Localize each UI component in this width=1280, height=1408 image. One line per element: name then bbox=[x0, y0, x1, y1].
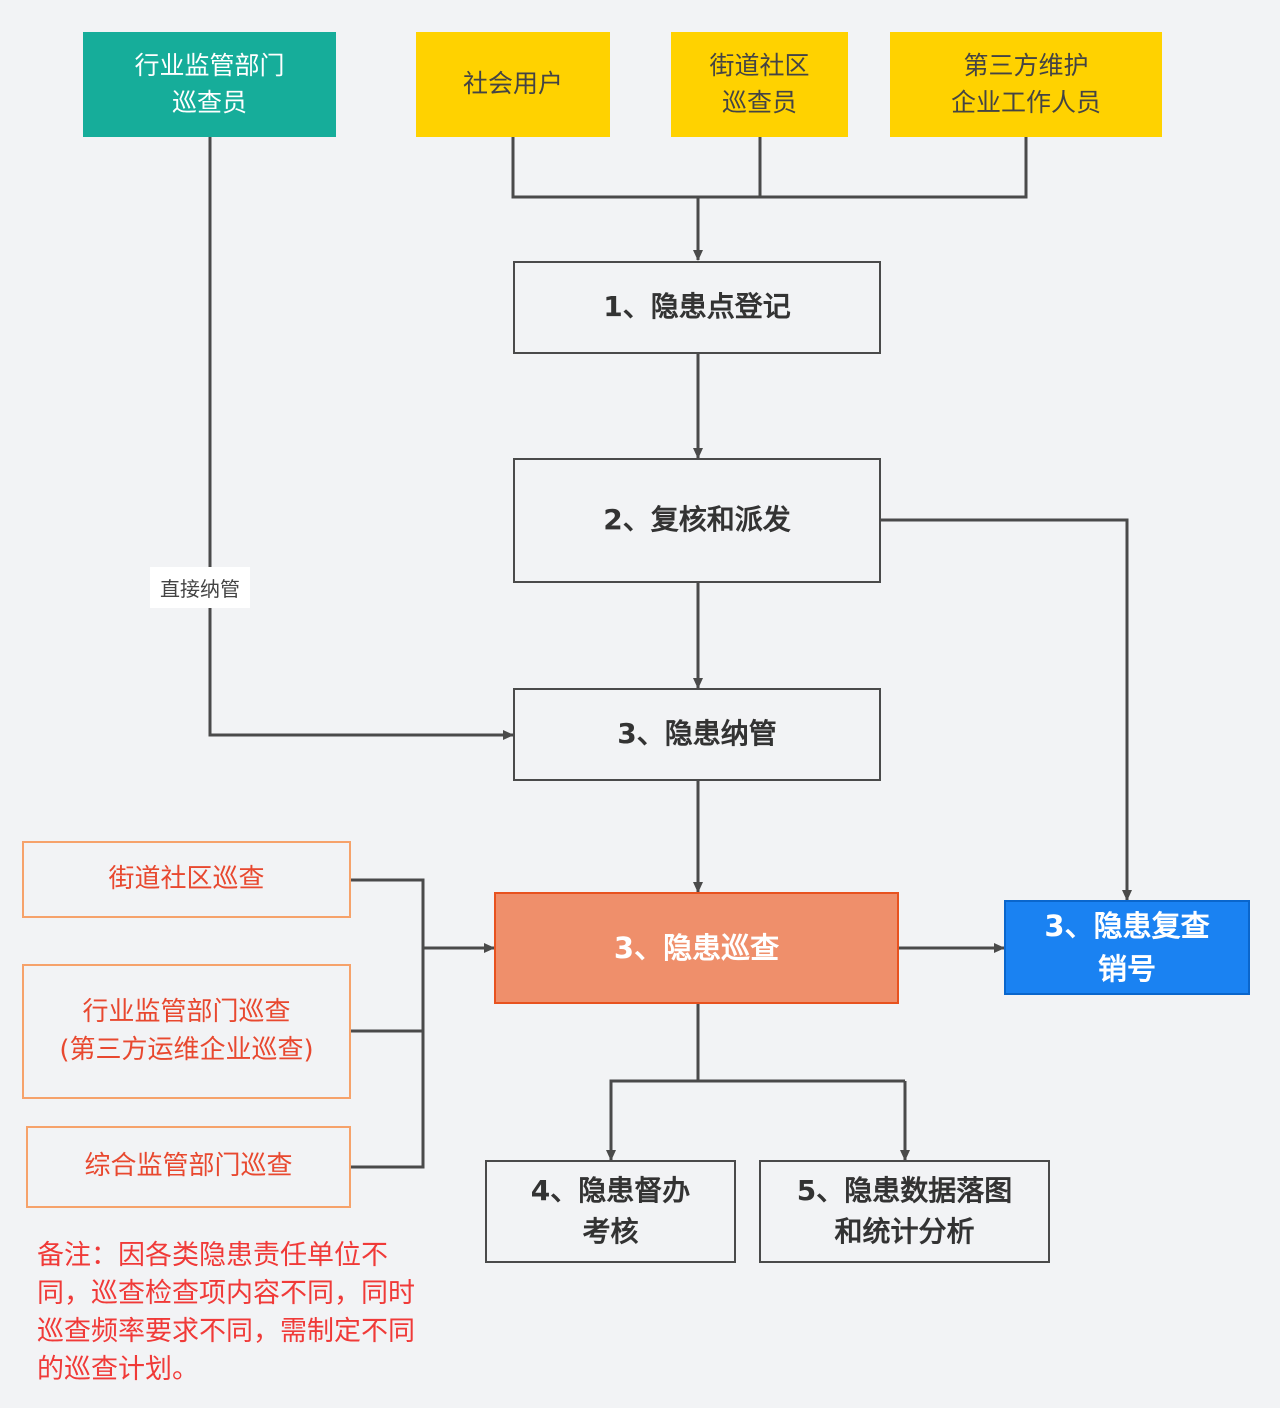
third-party-line-2: 企业工作人员 bbox=[950, 87, 1101, 117]
regulator-line-1: 行业监管部门 bbox=[134, 51, 285, 81]
step-analysis: 5、隐患数据落图 和统计分析 bbox=[759, 1160, 1050, 1263]
step-review-dispatch: 2、复核和派发 bbox=[513, 458, 881, 583]
public-user-box: 社会用户 bbox=[416, 32, 610, 137]
community-inspector-box: 街道社区 巡查员 bbox=[671, 32, 848, 137]
arrow-review-to-recheck bbox=[881, 518, 1132, 901]
patrol-type-industry-line-1: 行业监管部门巡查 bbox=[82, 996, 291, 1027]
patrol-type-comprehensive: 综合监管部门巡查 bbox=[26, 1126, 351, 1208]
step-analysis-line-1: 5、隐患数据落图 bbox=[796, 1173, 1013, 1207]
patrol-type-community: 街道社区巡查 bbox=[22, 841, 351, 918]
patrol-type-community-label: 街道社区巡查 bbox=[108, 863, 265, 894]
patrol-type-industry-line-2: (第三方运维企业巡查) bbox=[59, 1034, 314, 1065]
step-register: 1、隐患点登记 bbox=[513, 261, 881, 354]
connector-public-user bbox=[511, 137, 698, 199]
step-supervise-line-2: 考核 bbox=[582, 1214, 639, 1248]
step-patrol-label: 3、隐患巡查 bbox=[613, 930, 780, 965]
community-line-1: 街道社区 bbox=[709, 51, 810, 81]
arrow-to-supervise bbox=[606, 1079, 905, 1161]
step-recheck-line-2: 销号 bbox=[1097, 951, 1156, 986]
step-supervise-line-1: 4、隐患督办 bbox=[530, 1173, 691, 1207]
connector-patrol-community bbox=[351, 878, 425, 1169]
public-user-label: 社会用户 bbox=[462, 69, 563, 99]
step-register-label: 1、隐患点登记 bbox=[603, 290, 791, 324]
patrol-type-industry: 行业监管部门巡查 (第三方运维企业巡查) bbox=[22, 964, 351, 1099]
connector-third-party bbox=[698, 137, 1028, 199]
patrol-type-comprehensive-label: 综合监管部门巡查 bbox=[84, 1151, 293, 1182]
step-analysis-line-2: 和统计分析 bbox=[834, 1214, 975, 1248]
step-manage-label: 3、隐患纳管 bbox=[617, 717, 777, 751]
step-recheck-line-1: 3、隐患复查 bbox=[1044, 909, 1210, 944]
step-supervise: 4、隐患督办 考核 bbox=[485, 1160, 736, 1263]
arrow-direct-manage bbox=[208, 137, 514, 740]
third-party-staff-box: 第三方维护 企业工作人员 bbox=[890, 32, 1162, 137]
third-party-line-1: 第三方维护 bbox=[963, 51, 1089, 81]
regulator-line-2: 巡查员 bbox=[171, 87, 247, 117]
remark-note: 备注：因各类隐患责任单位不同，巡查检查项内容不同，同时巡查频率要求不同，需制定不… bbox=[37, 1240, 415, 1385]
regulator-inspector-box: 行业监管部门 巡查员 bbox=[83, 32, 336, 137]
step-patrol: 3、隐患巡查 bbox=[494, 892, 899, 1004]
step-review-dispatch-label: 2、复核和派发 bbox=[603, 503, 791, 537]
direct-manage-label: 直接纳管 bbox=[150, 567, 250, 608]
community-line-2: 巡查员 bbox=[721, 87, 797, 117]
step-manage: 3、隐患纳管 bbox=[513, 688, 881, 781]
step-recheck: 3、隐患复查 销号 bbox=[1004, 900, 1250, 995]
